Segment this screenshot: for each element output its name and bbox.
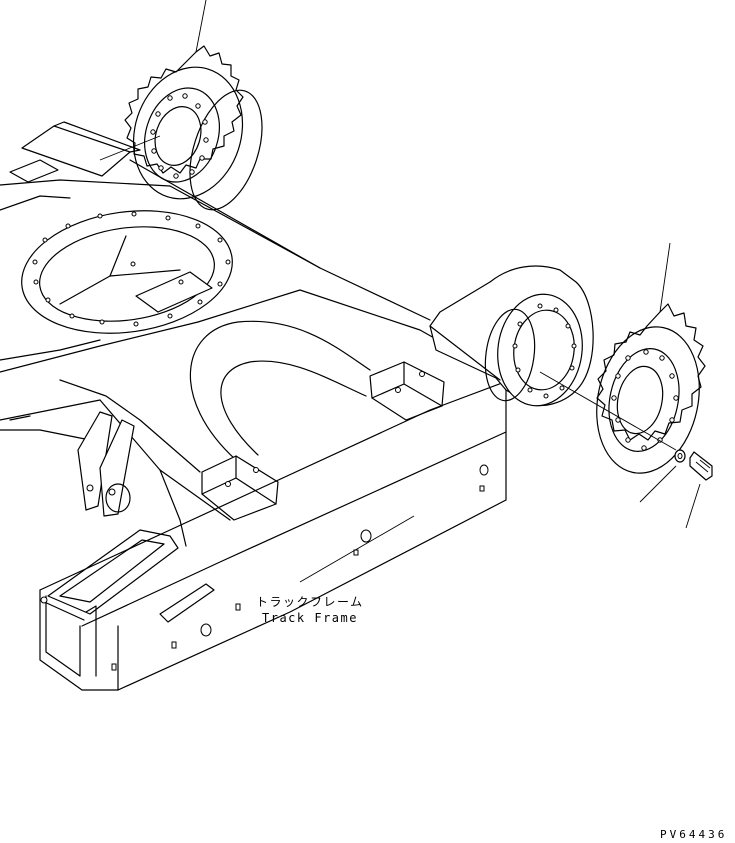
hub-back-ring [484,308,536,402]
lower-sprocket-align-line [539,371,677,451]
frame-mid-line-upper [0,321,199,373]
track-frame-icon [0,159,511,691]
bracket-pin-hole [105,483,131,513]
upper-sprocket-icon [9,0,263,211]
upper-sprocket-align-line [99,135,161,161]
upper-sprocket-bore [154,106,202,166]
hub-base-edge [429,325,501,381]
track-frame-leader-line [299,515,415,583]
upper-sprocket-rim [132,66,244,200]
frame-top-ridge [0,179,431,321]
pad-left-edges [201,455,277,505]
drive-hub-icon [429,265,594,407]
lower-sprocket-hub [608,348,680,452]
frame-front-slope [59,379,201,473]
washer-leader-line [639,465,677,503]
beam-end-top-lip [39,599,85,621]
bolt-leader-line [685,483,701,529]
upper-mount-plate-edge [53,121,141,153]
beam-top-slot-outer [47,529,179,615]
beam-side-web [159,469,187,547]
upper-sprocket-back-ring [189,89,263,211]
pad-right [369,361,445,421]
upper-sprocket-bolt-holes [150,93,209,179]
washer-icon [639,449,686,503]
lower-sprocket-icon [539,242,706,474]
u-cutout-inner [220,360,367,456]
u-cutout-outer [189,320,371,461]
upper-sprocket-leader-line [195,0,207,53]
lower-sprocket-leader-line [659,242,671,313]
bolt-icon [685,451,713,529]
ring-inner-block [135,271,213,313]
frame-lower-edge [0,415,91,441]
beam-top-inner-edge [81,431,507,627]
beam-end-inner [45,595,81,677]
frame-left-edge [0,195,71,211]
frame-top-diagonal [129,159,321,269]
lower-sprocket-bolt-holes [611,349,679,451]
swing-ring-inner [39,226,215,322]
lower-sprocket-teeth [596,303,706,441]
beam-top-front-edge [39,379,511,591]
beam-side-slot [159,583,215,623]
beam-end-flange [85,605,97,677]
upper-small-plate [9,159,59,183]
pad-right-edges [371,361,443,407]
drawing-code: PV64436 [660,828,727,841]
track-frame-label-jp: トラックフレーム [256,595,364,609]
beam-top-slot-inner [59,539,165,603]
ring-inner-wall-line [109,235,127,277]
swing-ring-bolt-holes [32,211,231,327]
beam-end-outline [39,589,119,691]
hub-bolt-holes [512,303,577,399]
frame-lower-shadow [0,399,101,421]
upper-mount-plate [21,125,131,177]
lower-sprocket-bore [616,365,664,435]
track-frame-label-en: Track Frame [262,611,358,625]
frame-mid-line-top [0,339,101,361]
lower-sprocket-rim [596,326,700,474]
beam-bottom-edge [117,499,507,691]
upper-sprocket-teeth [124,45,244,174]
swing-ring-outer [21,210,233,334]
